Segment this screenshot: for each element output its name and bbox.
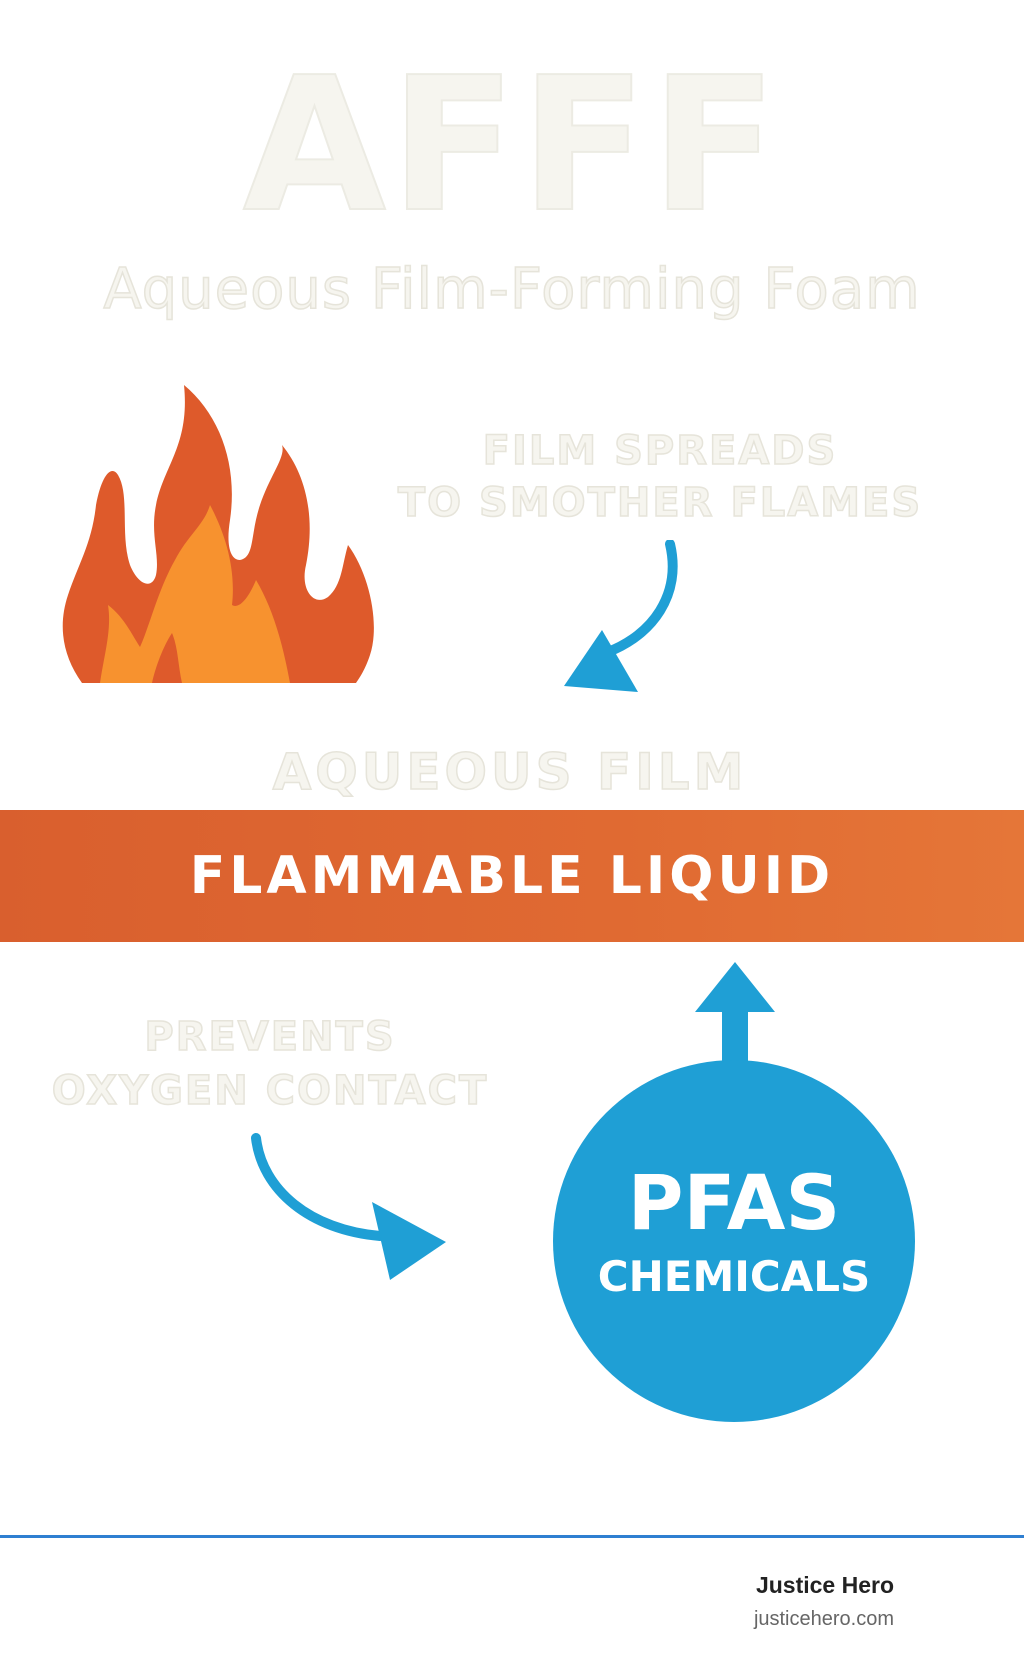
page-subtitle: Aqueous Film-Forming Foam bbox=[103, 257, 921, 323]
brand-name: Justice Hero bbox=[755, 1572, 894, 1598]
footer-divider bbox=[0, 1535, 1024, 1538]
pfas-circle bbox=[553, 1060, 915, 1422]
arrow-up-icon bbox=[690, 962, 780, 1070]
page-title: AFFF bbox=[242, 37, 782, 253]
flammable-liquid-label: FLAMMABLE LIQUID bbox=[189, 846, 835, 906]
prevents-oxygen-label: PREVENTS OXYGEN CONTACT bbox=[40, 1010, 500, 1118]
curved-arrow-right-icon bbox=[240, 1130, 450, 1284]
film-spreads-line-1: FILM SPREADS bbox=[482, 427, 838, 475]
fire-icon bbox=[60, 385, 380, 689]
flammable-liquid-band: FLAMMABLE LIQUID bbox=[0, 810, 1024, 942]
chemicals-label: CHEMICALS bbox=[597, 1252, 871, 1301]
prevents-line-2: OXYGEN CONTACT bbox=[51, 1067, 489, 1115]
pfas-label: PFAS bbox=[627, 1158, 841, 1247]
prevents-line-1: PREVENTS bbox=[144, 1013, 396, 1061]
curved-arrow-down-left-icon bbox=[560, 539, 680, 704]
film-spreads-line-2: TO SMOTHER FLAMES bbox=[397, 479, 923, 527]
film-spreads-label: FILM SPREADS TO SMOTHER FLAMES bbox=[390, 425, 930, 529]
aqueous-film-label: AQUEOUS FILM bbox=[272, 742, 748, 802]
brand-url: justicehero.com bbox=[753, 1608, 894, 1630]
